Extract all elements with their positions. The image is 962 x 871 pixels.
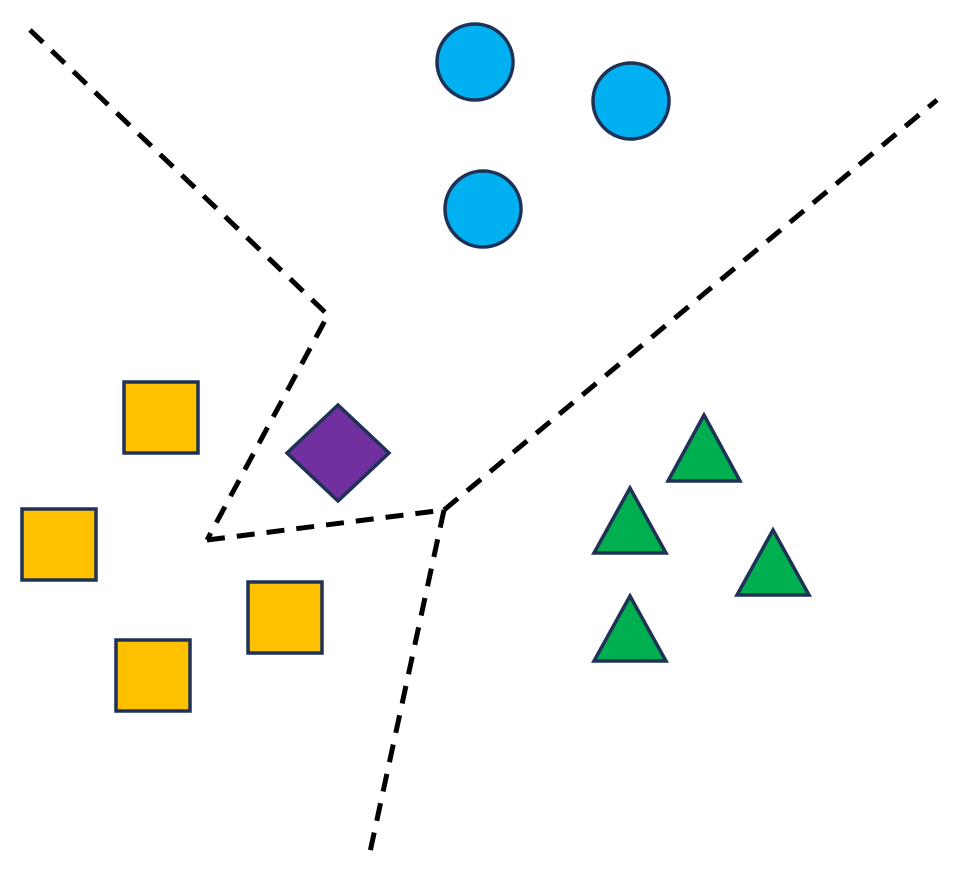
diamond-query-point bbox=[284, 402, 392, 504]
triangle-class-group bbox=[591, 411, 812, 663]
boundary-square-triangle bbox=[206, 507, 445, 543]
triangle-point bbox=[734, 526, 812, 597]
square-point bbox=[20, 507, 98, 582]
square-point bbox=[114, 638, 192, 713]
triangle-point bbox=[591, 484, 669, 555]
query-point-group bbox=[284, 402, 392, 504]
circle-point bbox=[591, 61, 671, 141]
circle-point bbox=[435, 22, 515, 102]
boundary-circle-square bbox=[28, 28, 332, 542]
boundary-circle-triangle bbox=[442, 98, 939, 512]
circle-point bbox=[443, 169, 523, 249]
decision-boundaries bbox=[28, 28, 939, 853]
square-point bbox=[122, 380, 200, 455]
square-point bbox=[246, 580, 324, 655]
triangle-point bbox=[665, 411, 743, 483]
boundary-lower-split bbox=[367, 509, 447, 853]
square-class-group bbox=[20, 380, 324, 713]
circle-class-group bbox=[435, 22, 671, 249]
triangle-point bbox=[591, 592, 669, 663]
